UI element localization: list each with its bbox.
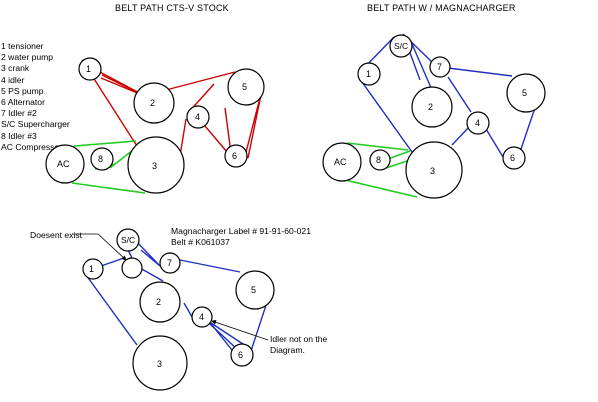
magna-idler3-pulley (369, 149, 391, 171)
stock-main-belt-b (101, 74, 263, 161)
actual-label-1: 1 (89, 264, 94, 274)
legend-item: 8 Idler #3 (1, 130, 37, 141)
stock-main-belt (81, 59, 263, 159)
actual-label-7: 7 (167, 258, 172, 268)
magna-water-pump-pulley (411, 86, 453, 128)
magna-label-sc: S/C (394, 41, 408, 51)
stock-tensioner-pulley (78, 57, 102, 81)
magna-ac-belt (344, 142, 418, 198)
actual-diagram: S/C 7 1 2 3 4 5 6 (72, 228, 275, 391)
magna-crank-pulley (405, 141, 463, 199)
magna-label-2: 2 (428, 102, 433, 112)
actual-ps-pump-pulley (235, 270, 275, 310)
legend-item: 3 crank (1, 63, 30, 74)
actual-label-4: 4 (199, 312, 204, 322)
stock-water-pump-pulley (133, 82, 175, 124)
magna-ac-pulley (322, 142, 362, 182)
actual-crank-pulley (132, 335, 188, 391)
stock-label-3: 3 (152, 161, 157, 171)
magna-label-ac: AC (334, 157, 347, 167)
magna-main-belt (361, 33, 541, 163)
actual-label-5: 5 (251, 285, 256, 295)
stock-label-1: 1 (86, 64, 91, 74)
actual-extra-idler-pulley (121, 257, 143, 279)
actual-water-pump-pulley (139, 281, 181, 323)
magna-label-5: 5 (522, 88, 527, 98)
doesnt-exist-leader (72, 233, 127, 261)
stock-ps-pump-pulley (227, 68, 265, 106)
actual-label-6: 6 (238, 350, 243, 360)
doesnt-exist-note: Doesent exist (30, 230, 83, 240)
actual-idler-pulley (191, 306, 213, 328)
pulley-legend: 1 tensioner 2 water pump 3 crank 4 idler… (1, 41, 70, 153)
magna-idler2-pulley (429, 56, 451, 78)
magna-ps-pump-pulley (506, 73, 546, 113)
magna-tensioner-pulley (357, 62, 381, 86)
legend-item: 7 Idler #2 (1, 108, 37, 119)
magna-label-6: 6 (510, 153, 515, 163)
magna-supercharger-pulley (389, 34, 413, 58)
legend-item: AC Compressor (1, 141, 63, 152)
stock-crank-pulley (127, 136, 185, 194)
actual-label-sc: S/C (121, 235, 135, 245)
legend-item: 1 tensioner (1, 41, 44, 51)
actual-label-2: 2 (156, 297, 161, 307)
magna-alternator-pulley (502, 146, 526, 170)
stock-label-8: 8 (98, 154, 103, 164)
actual-tensioner-pulley (82, 258, 104, 280)
actual-label-3: 3 (157, 359, 162, 369)
stock-label-5: 5 (242, 82, 247, 92)
actual-supercharger-pulley (116, 228, 140, 252)
magna-label-1: 1 (366, 69, 371, 79)
stock-idler3-pulley (90, 147, 114, 171)
actual-alternator-pulley (230, 343, 254, 367)
stock-label-4: 4 (195, 112, 200, 122)
legend-item: S/C Supercharger (1, 119, 70, 130)
actual-idler2-pulley (159, 252, 181, 274)
magnacharger-label-number: Magnacharger Label # 91-91-60-021 (171, 226, 311, 236)
legend-item: 6 Alternator (1, 97, 45, 108)
stock-alternator-pulley (224, 144, 248, 168)
stock-label-2: 2 (150, 98, 155, 108)
magna-title: BELT PATH W / MAGNACHARGER (367, 3, 516, 13)
magna-diagram: S/C 7 1 2 3 4 5 6 8 AC (322, 33, 546, 199)
stock-idler-pulley (186, 105, 210, 129)
magna-label-4: 4 (475, 118, 480, 128)
stock-title: BELT PATH CTS-V STOCK (115, 3, 229, 13)
stock-ac-pulley (45, 144, 85, 184)
legend-item: 2 water pump (1, 52, 54, 63)
idler-note-line2: Diagram. (270, 345, 305, 355)
legend-item: 4 idler (1, 74, 25, 85)
legend-item: 5 PS pump (1, 85, 44, 96)
stock-label-6: 6 (232, 151, 237, 161)
belt-number: Belt # K061037 (171, 237, 230, 247)
stock-diagram: 1 2 3 4 5 6 8 AC (45, 57, 265, 194)
magna-label-3: 3 (430, 166, 435, 176)
stock-label-ac: AC (57, 159, 70, 169)
magna-idler-pulley (466, 111, 490, 135)
idler-note-leader (211, 320, 269, 341)
stock-ac-belt (71, 140, 146, 194)
idler-note-line1: Idler not on the (270, 334, 328, 344)
magna-label-7: 7 (437, 62, 442, 72)
magna-label-8: 8 (376, 155, 381, 165)
